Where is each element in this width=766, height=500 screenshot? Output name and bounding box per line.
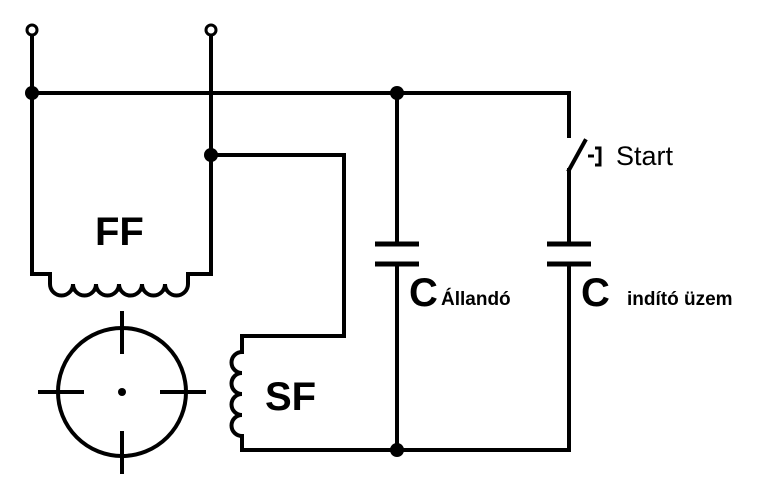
junction-bottom bbox=[390, 443, 404, 457]
bottom-bus-wire bbox=[240, 434, 571, 452]
junction-top-left bbox=[25, 86, 39, 100]
rotor-center bbox=[118, 388, 126, 396]
main-winding-coil bbox=[48, 272, 190, 298]
junction-aux bbox=[204, 148, 218, 162]
start-switch-actuator[interactable] bbox=[588, 146, 602, 167]
aux-winding-coil bbox=[229, 350, 244, 438]
label-run-cap-sub: Állandó bbox=[441, 288, 511, 310]
label-ff: FF bbox=[95, 210, 144, 254]
label-run-cap-symbol: C bbox=[409, 271, 438, 315]
label-start-cap-symbol: C bbox=[581, 271, 610, 315]
label-sf: SF bbox=[265, 375, 316, 419]
start-switch-blade[interactable] bbox=[566, 138, 588, 173]
terminal-left[interactable] bbox=[25, 23, 39, 37]
junction-top-middle bbox=[390, 86, 404, 100]
top-bus-wire bbox=[30, 91, 571, 138]
main-winding-left-wire bbox=[30, 91, 52, 276]
terminal-right[interactable] bbox=[204, 23, 218, 37]
main-winding-right-wire bbox=[186, 153, 213, 276]
label-start-switch: Start bbox=[616, 141, 674, 171]
aux-winding-top-wire bbox=[209, 153, 346, 354]
label-start-cap-sub: indító üzem bbox=[627, 289, 733, 310]
